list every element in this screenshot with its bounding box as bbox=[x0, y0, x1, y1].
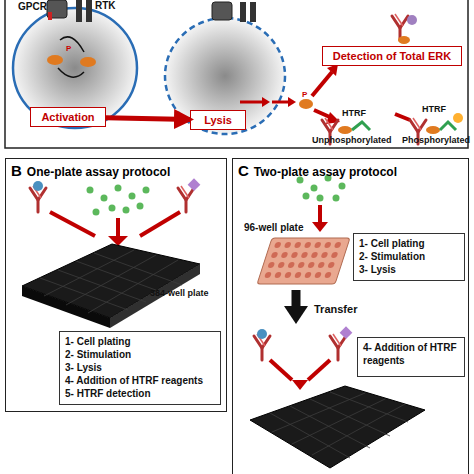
donor-label bbox=[33, 181, 43, 191]
arrow-head bbox=[284, 306, 308, 324]
annotation-label: Transfer bbox=[314, 303, 357, 315]
antibody-symbol bbox=[352, 122, 370, 130]
step-text: 1- Cell plating bbox=[359, 237, 459, 250]
steps-box: 4- Addition of HTRF reagents bbox=[357, 337, 465, 377]
annotation-label: 96-well plate bbox=[244, 222, 303, 233]
donor-label bbox=[257, 329, 267, 339]
annotation-label: 384-well plate bbox=[150, 288, 209, 298]
flow-arrow bbox=[272, 101, 288, 104]
step-label-box: Activation bbox=[30, 107, 106, 127]
panel-heading: C Two-plate assay protocol bbox=[238, 162, 397, 180]
flow-arrow bbox=[308, 360, 330, 380]
flow-arrow bbox=[140, 212, 180, 236]
signal-arrow bbox=[60, 37, 84, 52]
annotation-label: P bbox=[302, 90, 307, 99]
steps-box: 1- Cell plating2- Stimulation3- Lysis4- … bbox=[59, 331, 221, 405]
acceptor-label bbox=[340, 326, 353, 339]
panel-heading: B One-plate assay protocol bbox=[11, 162, 170, 180]
transfer-arrow bbox=[292, 290, 301, 308]
erk-protein bbox=[299, 99, 313, 109]
antibody-symbol bbox=[440, 122, 456, 130]
fluorophore bbox=[407, 15, 417, 25]
flow-arrow bbox=[50, 212, 95, 236]
arrow-head bbox=[288, 97, 296, 107]
step-text: 2- Stimulation bbox=[359, 250, 459, 263]
step-text: 1- Cell plating bbox=[65, 335, 215, 348]
flow-arrow bbox=[395, 114, 410, 120]
steps-box: 1- Cell plating2- Stimulation3- Lysis bbox=[353, 233, 465, 281]
96-well-plate bbox=[257, 238, 350, 284]
arrow-head bbox=[312, 222, 328, 232]
step-text: 3- Lysis bbox=[359, 263, 459, 276]
annotation-label: P bbox=[66, 44, 71, 53]
signal-arrow bbox=[58, 68, 84, 77]
panel-frame bbox=[5, 0, 468, 148]
flow-arrow bbox=[318, 205, 322, 222]
rtk-receptor bbox=[76, 0, 82, 22]
annotation-label: HTRF bbox=[422, 104, 446, 114]
annotation-label: Unphosphorylated bbox=[312, 135, 392, 145]
plate-grid bbox=[40, 250, 182, 313]
384-well-plate bbox=[250, 386, 425, 468]
box-label: Lysis bbox=[204, 114, 232, 126]
erk-protein bbox=[338, 126, 352, 134]
lysed-cell bbox=[165, 18, 285, 134]
arrow-head bbox=[292, 380, 308, 390]
flow-arrow bbox=[106, 118, 190, 120]
annotation-label: HTRF bbox=[342, 108, 366, 118]
rtk-receptor bbox=[240, 2, 246, 22]
erk-protein bbox=[47, 55, 63, 65]
fret-glow bbox=[453, 113, 463, 123]
rtk-receptor bbox=[250, 2, 256, 22]
plate-side bbox=[22, 286, 110, 328]
step-label-box: Detection of Total ERK bbox=[322, 46, 462, 66]
arrow-head bbox=[262, 97, 270, 107]
step-text: 4- Addition of HTRF reagents bbox=[363, 341, 459, 367]
panel-title: One-plate assay protocol bbox=[27, 165, 170, 179]
erk-protein bbox=[426, 126, 440, 134]
step-text: 3- Lysis bbox=[65, 361, 215, 374]
flow-arrow bbox=[240, 101, 262, 104]
flow-arrow bbox=[116, 218, 120, 236]
step-text: 5- HTRF detection bbox=[65, 387, 215, 400]
cell-membrane bbox=[13, 8, 137, 128]
protocol-panel: B One-plate assay protocol 1- Cell plating… bbox=[5, 158, 227, 412]
flow-arrow bbox=[312, 72, 332, 96]
panel-title: Two-plate assay protocol bbox=[254, 165, 397, 179]
flow-arrow bbox=[270, 360, 292, 380]
step-text: 2- Stimulation bbox=[65, 348, 215, 361]
annotation-label: GPCR bbox=[18, 1, 47, 12]
erk-protein bbox=[80, 57, 96, 67]
gpcr-receptor bbox=[212, 2, 232, 20]
annotation-label: RTK bbox=[95, 0, 116, 11]
acceptor-label bbox=[188, 178, 201, 191]
box-label: Detection of Total ERK bbox=[333, 50, 451, 62]
box-label: Activation bbox=[41, 111, 94, 123]
compound-dots bbox=[87, 185, 150, 216]
step-label-box: Lysis bbox=[190, 110, 246, 130]
annotation-label: Phosphorylated bbox=[402, 135, 470, 145]
ligand bbox=[48, 12, 52, 20]
rtk-receptor bbox=[86, 0, 92, 22]
panel-letter: B bbox=[11, 162, 22, 179]
step-text: 4- Addition of HTRF reagents bbox=[65, 374, 215, 387]
plate-grid bbox=[270, 392, 408, 458]
erk-protein bbox=[398, 36, 410, 44]
panel-letter: C bbox=[238, 162, 249, 179]
protocol-panel: C Two-plate assay protocol 1- Cell plating… bbox=[232, 158, 469, 474]
